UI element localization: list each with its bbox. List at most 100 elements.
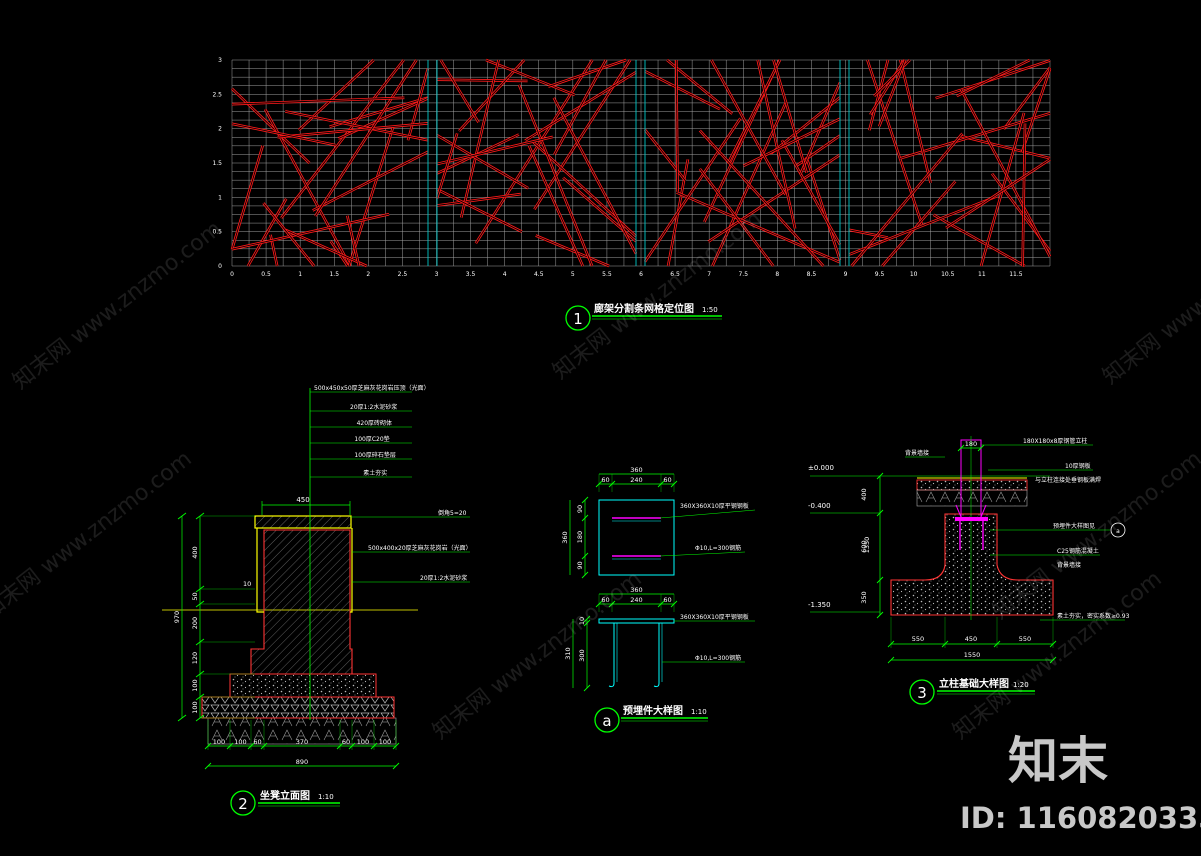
title-number-circle (594, 707, 620, 733)
x-tick-label: 7.5 (738, 271, 748, 278)
total-width-text: 890 (296, 758, 308, 766)
width-dim-text: 100 (357, 738, 369, 746)
width-dim-text: 60 (342, 738, 350, 746)
watermark-layer: 知末网 www.znzmo.com 知末网 www.znzmo.com 知末网 … (0, 207, 1201, 835)
x-tick-label: 8.5 (807, 271, 817, 278)
granite-cap (254, 515, 352, 529)
embed-callout-circle (1110, 522, 1126, 538)
material-note: 100厚碎石垫层 (354, 451, 395, 459)
dim-tick (583, 684, 591, 692)
total-height-text: 1350 (863, 537, 871, 554)
stiffener-left (955, 504, 962, 518)
dim-text: 240 (630, 476, 642, 484)
column-base-title: 立柱基础大样图 (939, 677, 1009, 690)
partition-bar-core (231, 88, 310, 164)
note-concrete: C25钢筋混凝土 (1057, 547, 1099, 555)
total-dim-text: 360 (630, 586, 642, 594)
partition-bar-core (407, 68, 429, 141)
y-tick-label: 2.5 (212, 91, 222, 98)
partition-bar-core (436, 133, 458, 199)
embed-detail-title-block: a 预埋件大样图 1:10 (594, 704, 708, 733)
rebar-elevation-left (608, 623, 615, 688)
x-tick-label: 6 (639, 271, 643, 278)
partition-bar-core (264, 109, 351, 267)
partition-bar-core (460, 59, 500, 218)
material-note: 500x450x50厚芝麻灰花岗岩压顶（光面） (314, 384, 430, 392)
title-number: 3 (917, 684, 927, 702)
plan-note-leader-1 (659, 509, 756, 519)
total-height-text: 970 (173, 611, 181, 623)
y-tick-label: 0 (218, 263, 222, 270)
paving-layer (916, 479, 1028, 491)
partition-bar-core (848, 195, 998, 256)
total-width-text: 1550 (964, 651, 981, 659)
total-dim-text: 360 (561, 531, 569, 543)
partition-bar-core (548, 59, 627, 88)
width-dim-text: 100 (379, 738, 391, 746)
x-tick-label: 7 (707, 271, 711, 278)
width-dim-text: 100 (213, 738, 225, 746)
dim-tick (887, 656, 895, 664)
dim-tick (204, 762, 212, 770)
partition-bar-core (773, 59, 808, 173)
partition-bar-core (933, 214, 1026, 267)
partition-bar-core (1021, 68, 1051, 153)
x-tick-label: 3 (435, 271, 439, 278)
column-base-title-block: 3 立柱基础大样图 1:20 (909, 677, 1035, 705)
width-dim-text: 100 (234, 738, 246, 746)
watermark-text: 知末网 www.znzmo.com (8, 217, 226, 395)
partition-bar-core (231, 145, 264, 250)
total-dim-text: 310 (564, 647, 572, 659)
partition-bar-core (956, 59, 1030, 97)
material-note: 20厚1:2水泥砂浆 (350, 403, 397, 411)
x-tick-label: 3.5 (466, 271, 476, 278)
embed-notes: 360X360X10厚平钢钢板 Φ10,L=300钢筋 360X360X10厚平… (659, 502, 756, 663)
dim-text: 10 (578, 617, 586, 625)
partition-bar-core (298, 59, 375, 131)
seat-elevation-title: 坐凳立面图 (260, 789, 310, 802)
dim-text: 60 (663, 596, 671, 604)
dim-text: 60 (601, 596, 609, 604)
cushion-layer (916, 489, 1028, 507)
x-tick-label: 4.5 (534, 271, 544, 278)
partition-bar-core (436, 188, 523, 233)
width-dim-text: 550 (1019, 635, 1031, 643)
seat-elevation-scale: 1:10 (318, 793, 334, 801)
partition-bar-core (553, 59, 607, 155)
partition-bar-core (878, 59, 906, 127)
partition-bar-core (231, 123, 336, 146)
width-dim-text: 60 (253, 738, 261, 746)
partition-bar-core (675, 59, 679, 192)
grid-plan-title: 廊架分割条网格定位图 (594, 302, 694, 315)
dim-text: 60 (663, 476, 671, 484)
level-label-0: ±0.000 (808, 464, 834, 472)
partition-bar-core (535, 235, 610, 267)
level-label-1350: -1.350 (808, 601, 831, 609)
partition-bar-core (699, 130, 824, 267)
partition-bar-core (329, 97, 429, 128)
x-tick-label: 5 (571, 271, 575, 278)
level-label-400: -0.400 (808, 502, 831, 510)
granite-side-cladding (256, 528, 264, 613)
dim-text: 90 (576, 505, 584, 513)
dim-tick (581, 514, 589, 522)
partition-bar-core (312, 151, 429, 211)
height-dim-text: 400 (191, 546, 199, 558)
column-width-text: 180 (965, 440, 977, 448)
partition-bar-core (436, 134, 529, 189)
dim-tick (876, 611, 884, 619)
grid-plan-scale: 1:50 (702, 306, 718, 314)
note-weld: 与立柱连接处垂钢板满焊 (1035, 476, 1101, 484)
x-tick-label: 9.5 (875, 271, 885, 278)
partition-bar-core (666, 59, 733, 115)
note-embed-ref: 预埋件大样图见 (1053, 522, 1095, 530)
partition-bar-core (285, 110, 429, 141)
side-note-2: 500x400x20厚芝麻灰花岗岩（光面） (368, 544, 472, 552)
column-base-scale: 1:20 (1013, 681, 1029, 689)
partition-bar-core (848, 229, 888, 239)
title-number-circle (909, 679, 935, 705)
x-tick-label: 11 (978, 271, 986, 278)
